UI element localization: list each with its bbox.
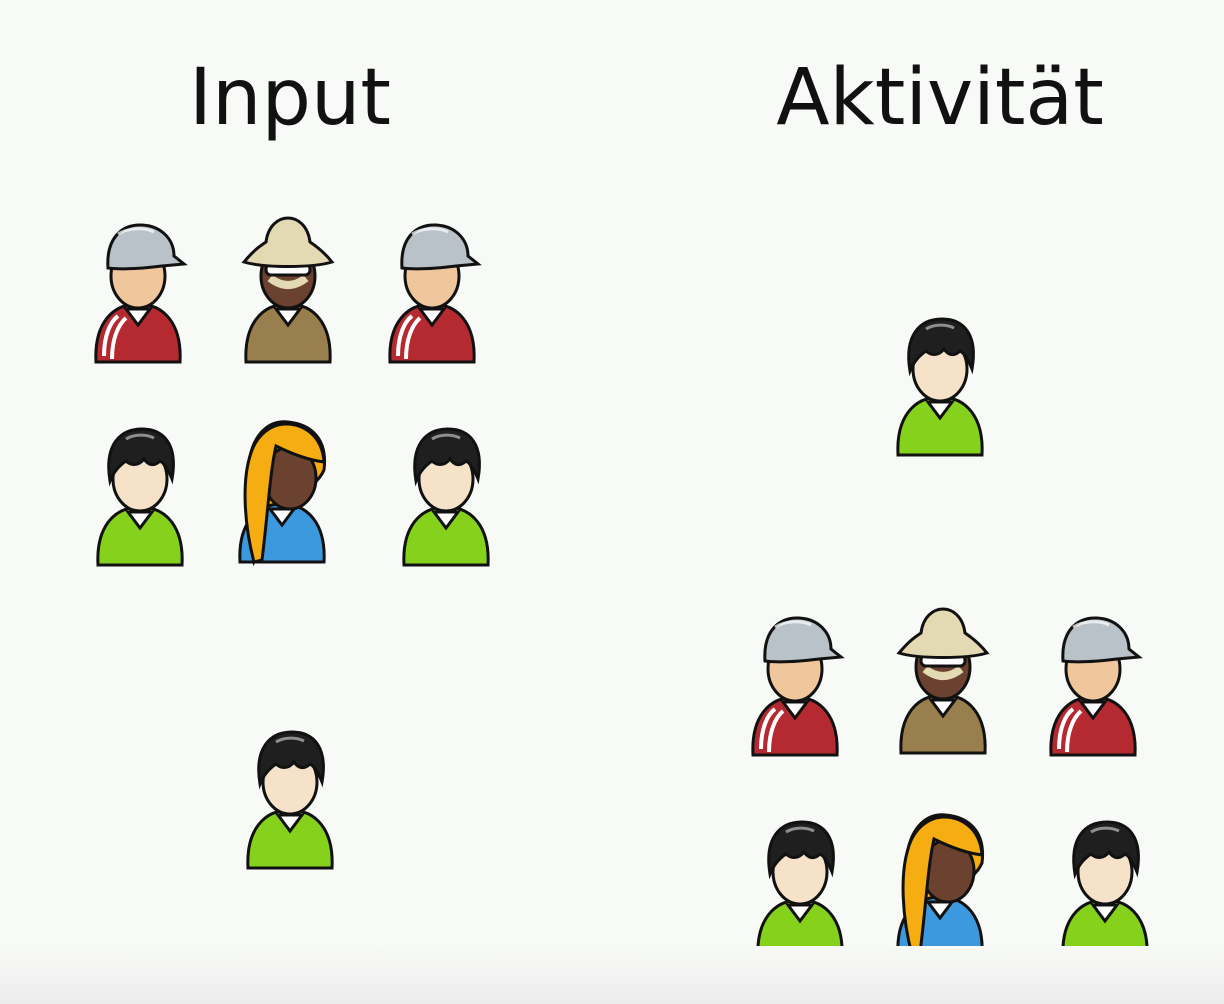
input-person-7-icon — [240, 718, 340, 873]
input-person-1-icon — [88, 212, 188, 367]
bottom-band — [0, 946, 1224, 1004]
activity-person-4-icon — [1043, 605, 1143, 760]
activity-person-7-icon — [1055, 808, 1155, 963]
activity-column-title: Aktivität — [740, 48, 1140, 148]
activity-person-5-icon — [750, 808, 850, 963]
input-column-title: Input — [90, 48, 490, 148]
input-person-5-icon — [232, 412, 332, 567]
activity-person-2-icon — [745, 605, 845, 760]
input-person-4-icon — [90, 415, 190, 570]
activity-person-6-icon — [890, 805, 990, 960]
activity-person-3-icon — [893, 603, 993, 758]
input-person-6-icon — [396, 415, 496, 570]
activity-person-1-icon — [890, 305, 990, 460]
input-person-3-icon — [382, 212, 482, 367]
input-person-2-icon — [238, 212, 338, 367]
